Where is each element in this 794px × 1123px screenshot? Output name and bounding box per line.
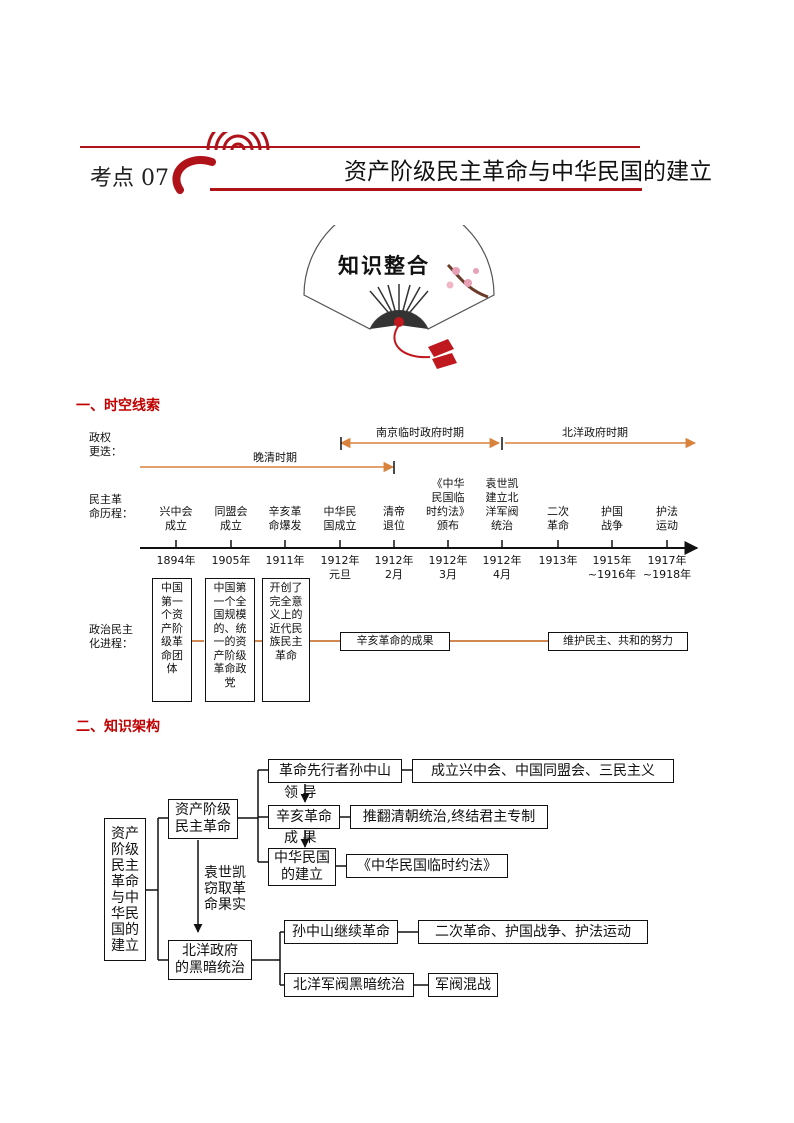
root-line: 国的: [111, 922, 139, 938]
mindmap-root: 资产阶级民主革命与中华民国的建立: [104, 818, 146, 961]
leaf-roc: 中华民国的建立: [268, 848, 336, 886]
branch-beiyang-line: 北洋政府: [182, 943, 238, 960]
leaf-roc-detail: 《中华民国临时约法》: [346, 854, 508, 878]
transition-label: 袁世凯窃取革命果实: [204, 865, 246, 913]
branch-revolution-line: 资产阶级: [175, 802, 231, 819]
leaf-sun-yatsen-detail: 成立兴中会、中国同盟会、三民主义: [412, 759, 674, 783]
root-line: 华民: [111, 906, 139, 922]
leaf-xinhai: 辛亥革命: [268, 805, 340, 829]
root-line: 资产: [111, 826, 139, 842]
leaf-warlord: 北洋军阀黑暗统治: [284, 973, 414, 997]
transition-line: 窃取革: [204, 881, 246, 897]
leaf-xinhai-detail: 推翻清朝统治,终结君主专制: [350, 805, 548, 829]
root-line: 与中: [111, 890, 139, 906]
root-line: 阶级: [111, 842, 139, 858]
branch-revolution-line: 民主革命: [175, 819, 231, 836]
root-line: 民主: [111, 858, 139, 874]
leaf-sun-continue: 孙中山继续革命: [284, 920, 398, 944]
root-line: 建立: [111, 938, 139, 954]
leaf-sun-yatsen: 革命先行者孙中山: [268, 759, 402, 783]
mindmap-branch-revolution: 资产阶级民主革命: [168, 799, 238, 839]
roc-line: 的建立: [281, 867, 323, 884]
transition-line: 袁世凯: [204, 865, 246, 881]
leaf-warlord-detail: 军阀混战: [428, 973, 498, 997]
transition-line: 命果实: [204, 897, 246, 913]
label-result: 成 果: [284, 830, 316, 847]
mindmap-branch-beiyang: 北洋政府的黑暗统治: [168, 940, 252, 980]
label-lead: 领 导: [284, 785, 316, 802]
roc-line: 中华民国: [274, 850, 330, 867]
root-line: 革命: [111, 874, 139, 890]
leaf-sun-continue-detail: 二次革命、护国战争、护法运动: [418, 920, 648, 944]
branch-beiyang-line: 的黑暗统治: [175, 960, 245, 977]
